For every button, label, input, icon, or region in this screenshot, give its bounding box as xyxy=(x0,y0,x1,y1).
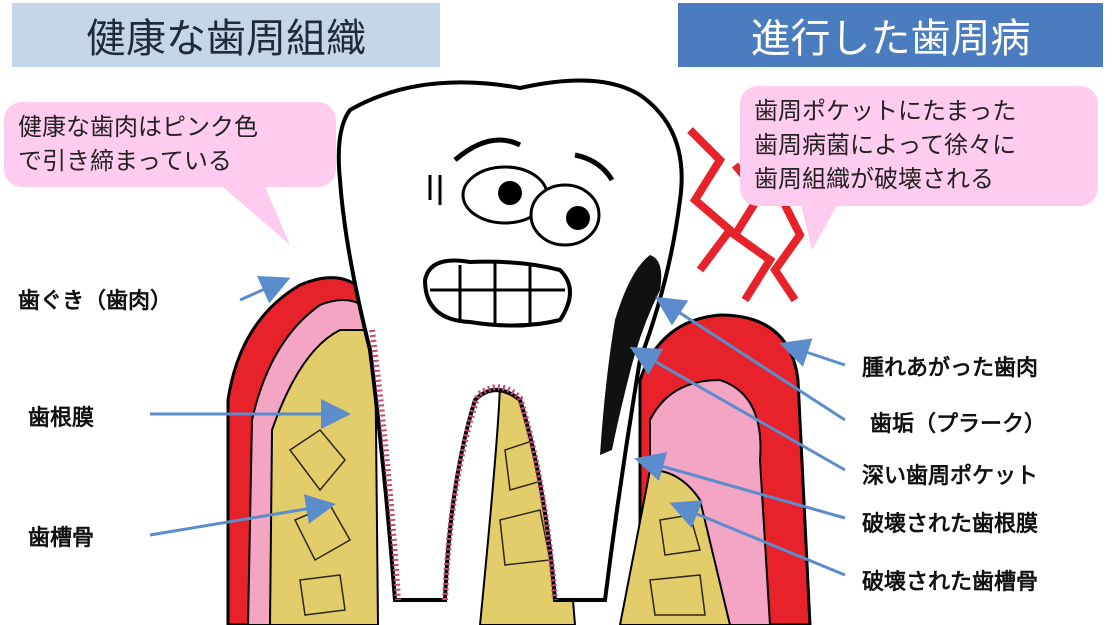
bubble-line: で引き締まっている xyxy=(18,147,232,175)
label-alveolar-bone: 歯槽骨 xyxy=(28,526,95,551)
speech-bubble-healthy: 健康な歯肉はピンク色 で引き締まっている xyxy=(4,102,336,187)
label-plaque: 歯垢（プラーク） xyxy=(870,412,1047,437)
label-gum: 歯ぐき（歯肉） xyxy=(18,289,173,314)
banner-advanced: 進行した歯周病 xyxy=(678,3,1103,67)
periodontal-ligament-line xyxy=(369,329,558,601)
callout-arrows xyxy=(149,276,846,577)
tooth-face xyxy=(422,137,615,328)
bubble-line: 健康な歯肉はピンク色 xyxy=(18,113,258,141)
label-periodontal-ligament: 歯根膜 xyxy=(28,406,95,431)
speech-bubble-advanced: 歯周ポケットにたまった 歯周病菌によって徐々に 歯周組織が破壊される xyxy=(740,86,1098,206)
bubble-line: 歯周組織が破壊される xyxy=(754,165,994,193)
banner-healthy: 健康な歯周組織 xyxy=(12,3,440,67)
label-swollen-gum: 腫れあがった歯肉 xyxy=(862,356,1039,381)
bubble-left-tail xyxy=(215,180,290,245)
label-deep-pocket: 深い歯周ポケット xyxy=(862,464,1039,489)
bubble-line: 歯周ポケットにたまった xyxy=(754,97,1017,125)
label-destroyed-ligament: 破壊された歯根膜 xyxy=(862,512,1039,537)
bubble-line: 歯周病菌によって徐々に xyxy=(754,131,1017,159)
label-destroyed-bone: 破壊された歯槽骨 xyxy=(862,570,1039,595)
bubble-right-tail xyxy=(800,200,840,250)
